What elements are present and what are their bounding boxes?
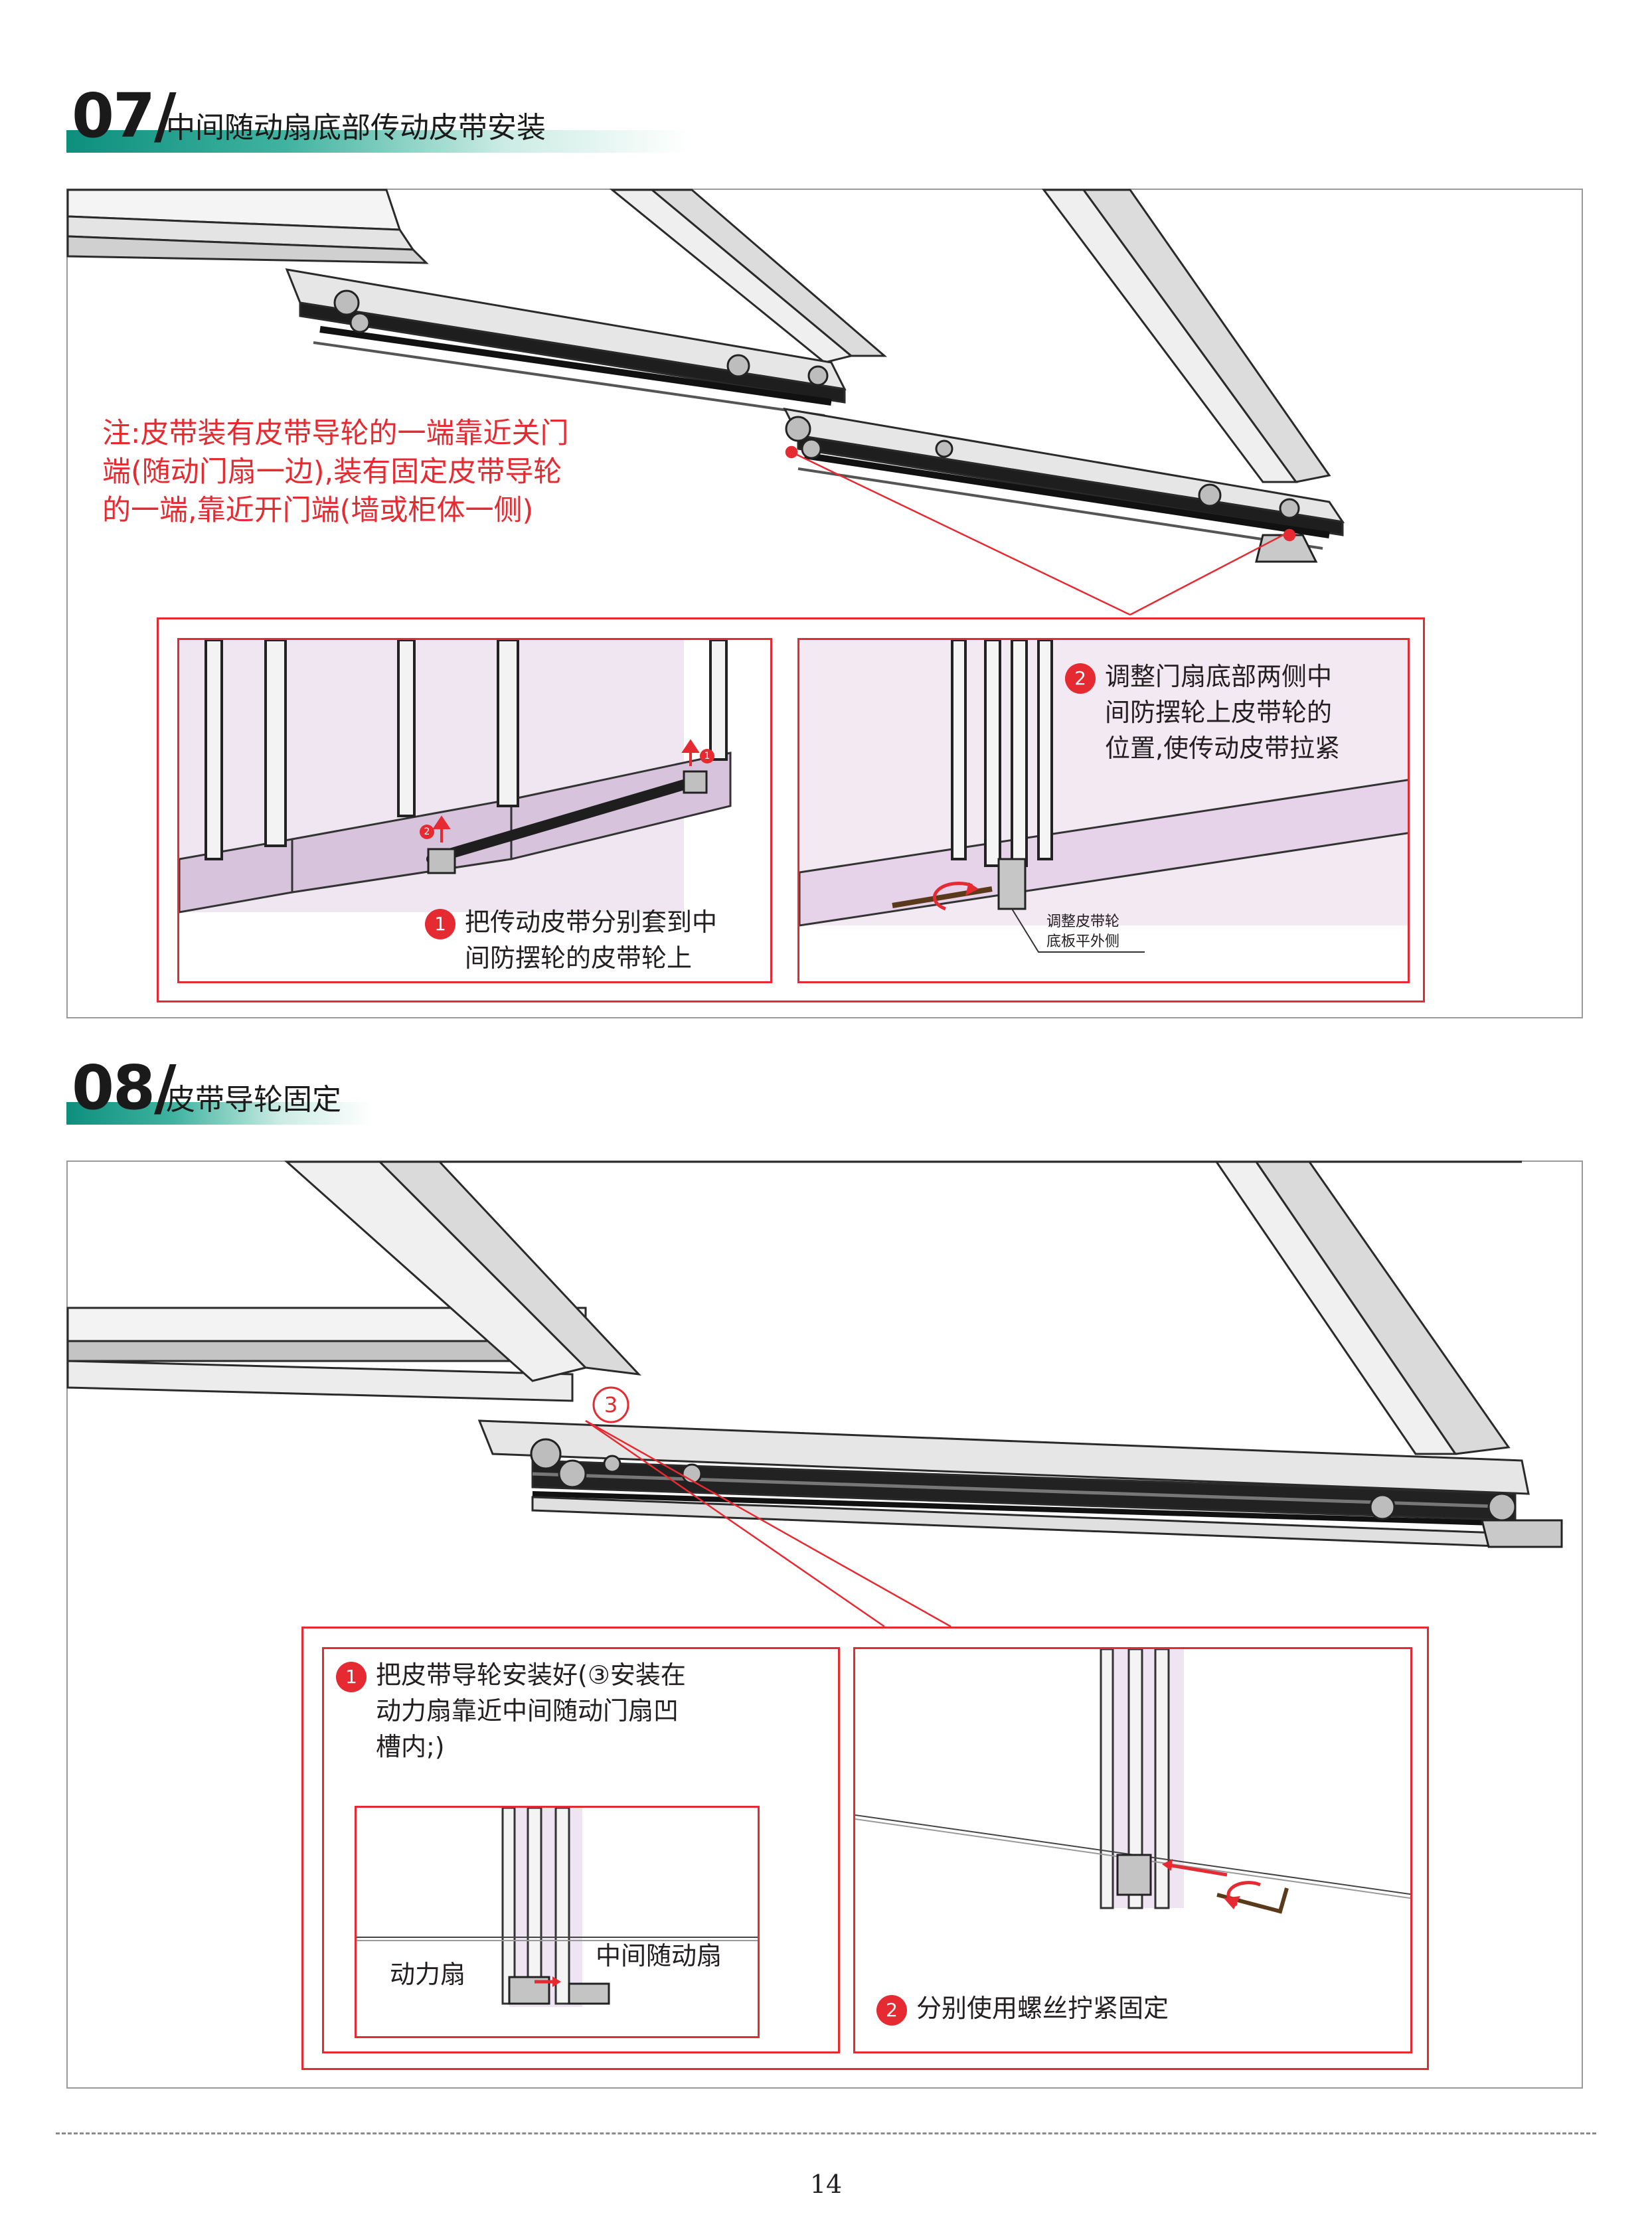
section-08-detail-panel-1: 1 把皮带导轮安装好(③安装在 动力扇靠近中间随动门扇凹 槽内;) xyxy=(322,1647,840,2053)
section-08-detail-container: 1 把皮带导轮安装好(③安装在 动力扇靠近中间随动门扇凹 槽内;) xyxy=(301,1627,1429,2070)
footer-divider xyxy=(56,2132,1596,2134)
section-08-step-2-text-1: 分别使用螺丝拧紧固定 xyxy=(916,1994,1169,2023)
callout-caption-line-1: 调整皮带轮 xyxy=(1046,914,1120,930)
label-middle-follower-sash: 中间随动扇 xyxy=(596,1941,722,1970)
callout-caption-line-2: 底板平外侧 xyxy=(1046,933,1120,950)
section-08-detail-2-illustration xyxy=(855,1649,1410,1914)
section-08-step-1-text-3: 槽内;) xyxy=(376,1732,445,1761)
mini-badge-1: 1 xyxy=(700,749,714,763)
section-07-header-bar xyxy=(66,130,691,153)
section-07-step-2-line-1: 2 调整门扇底部两侧中 xyxy=(1065,659,1397,694)
section-07-detail-panel-1: 2 1 1 把传动皮带分别套到中 间防摆轮的皮带轮上 xyxy=(177,638,772,983)
step-badge-2: 2 xyxy=(1065,663,1096,694)
section-07-step-2-text-3: 位置,使传动皮带拉紧 xyxy=(1105,734,1341,763)
page-number: 14 xyxy=(809,2170,843,2199)
section-07-number: 07/ xyxy=(72,80,177,151)
section-07-detail-panel-2: 2 调整门扇底部两侧中 间防摆轮上皮带轮的 位置,使传动皮带拉紧 调整皮带轮 底板… xyxy=(797,638,1410,983)
step-badge-2b: 2 xyxy=(876,1994,907,2026)
section-08-step-2: 2 分别使用螺丝拧紧固定 xyxy=(876,1990,1381,2026)
section-07-detail-container: 2 1 1 把传动皮带分别套到中 间防摆轮的皮带轮上 xyxy=(157,617,1425,1002)
label-power-sash: 动力扇 xyxy=(390,1960,466,1989)
section-07-main-illustration xyxy=(66,189,1345,616)
section-08-detail-panel-2: 2 分别使用螺丝拧紧固定 xyxy=(853,1647,1412,2053)
section-08-detail-1-illustration xyxy=(357,1808,758,2007)
section-08-step-1-text-2: 动力扇靠近中间随动门扇凹 xyxy=(376,1696,679,1725)
section-07-note-line-1: 注:皮带装有皮带导轮的一端靠近关门 xyxy=(102,417,569,450)
section-08-step-1: 1 把皮带导轮安装好(③安装在 动力扇靠近中间随动门扇凹 槽内;) xyxy=(336,1657,827,1765)
section-07-detail-2-illustration xyxy=(799,640,1408,953)
section-08-header: 08/ 皮带导轮固定 xyxy=(66,1052,372,1125)
section-07-title: 中间随动扇底部传动皮带安装 xyxy=(166,111,546,145)
step-badge-1: 1 xyxy=(425,908,455,939)
section-07-step-2: 2 调整门扇底部两侧中 间防摆轮上皮带轮的 位置,使传动皮带拉紧 xyxy=(1065,659,1397,766)
callout-caption: 调整皮带轮 底板平外侧 xyxy=(1046,912,1119,952)
section-07-step-1-text-1: 把传动皮带分别套到中 xyxy=(465,908,718,937)
section-07-step-2-text-1: 调整门扇底部两侧中 xyxy=(1105,662,1333,691)
section-07-step-1-line-1: 1 把传动皮带分别套到中 xyxy=(425,904,757,940)
section-08-header-bar xyxy=(66,1102,372,1125)
section-08-title: 皮带导轮固定 xyxy=(166,1083,341,1117)
section-07-step-1: 1 把传动皮带分别套到中 间防摆轮的皮带轮上 xyxy=(425,904,757,976)
section-08-number: 08/ xyxy=(72,1052,177,1123)
section-07-header: 07/ 中间随动扇底部传动皮带安装 xyxy=(66,80,691,153)
section-07-step-2-text-2: 间防摆轮上皮带轮的 xyxy=(1105,698,1333,727)
section-07-note-line-2: 端(随动门扇一边),装有固定皮带导轮 xyxy=(102,455,562,489)
section-07-note: 注:皮带装有皮带导轮的一端靠近关门 端(随动门扇一边),装有固定皮带导轮 的一端… xyxy=(102,414,700,530)
section-07-note-line-3: 的一端,靠近开门端(墙或柜体一侧) xyxy=(102,494,534,527)
section-07-step-1-text-2: 间防摆轮的皮带轮上 xyxy=(465,943,693,973)
step-badge-1b: 1 xyxy=(336,1661,367,1692)
section-08-step-1-text-1: 把皮带导轮安装好(③安装在 xyxy=(376,1660,686,1690)
section-07-detail-1-illustration xyxy=(179,640,770,981)
mini-badge-2: 2 xyxy=(420,825,434,839)
section-08-marker: 3 xyxy=(604,1392,618,1417)
section-07-figure-frame: 注:皮带装有皮带导轮的一端靠近关门 端(随动门扇一边),装有固定皮带导轮 的一端… xyxy=(66,189,1583,1018)
section-08-figure-frame: 3 1 把皮带导轮安装好(③安装在 动力扇靠近中间随动门扇凹 槽内;) xyxy=(66,1160,1583,2089)
section-08-detail-1-inner: 动力扇 中间随动扇 xyxy=(355,1806,760,2038)
section-08-step-1-line-1: 1 把皮带导轮安装好(③安装在 xyxy=(336,1657,827,1693)
section-08-main-illustration xyxy=(66,1160,1563,1628)
